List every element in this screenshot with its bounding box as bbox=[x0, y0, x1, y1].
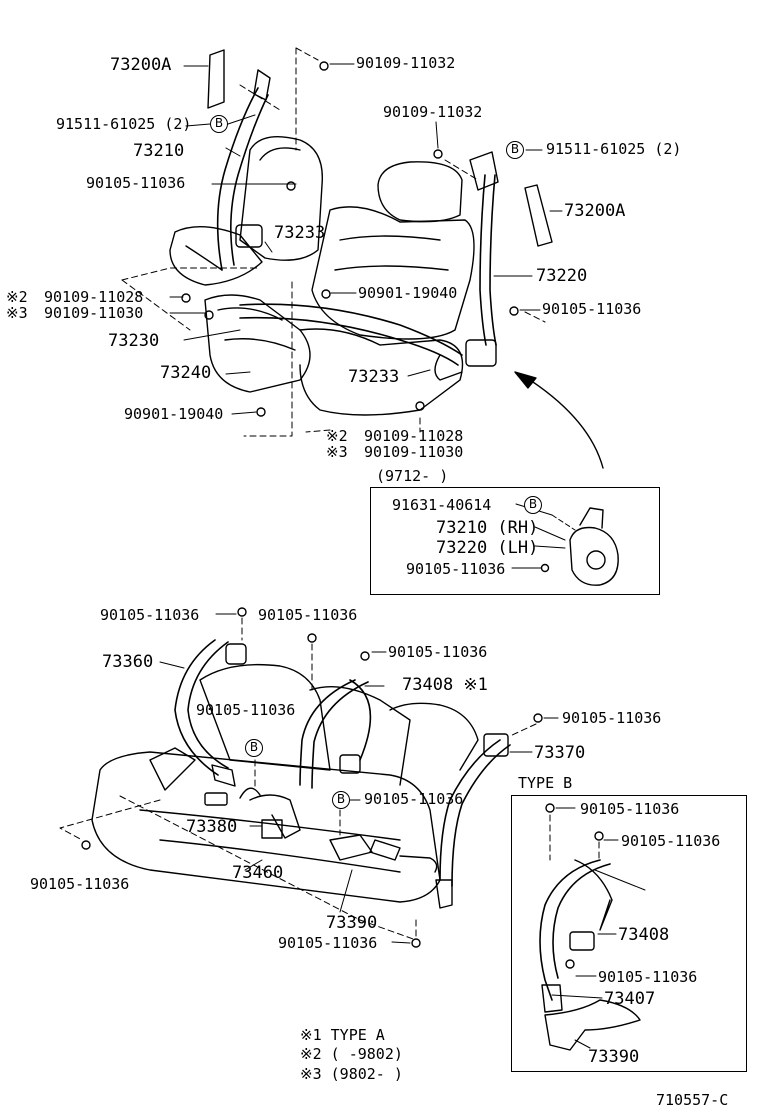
label-90901-19040-b: 90901-19040 bbox=[124, 405, 224, 423]
label-91511-61025-right: 91511-61025 (2) bbox=[546, 140, 682, 158]
label-73360: 73360 bbox=[102, 652, 154, 672]
label-90109-11030-b: 90109-11030 bbox=[364, 443, 464, 461]
marker-b-rear-center: B bbox=[332, 791, 350, 809]
label-90105-11036-i: 90105-11036 bbox=[30, 875, 130, 893]
label-73370: 73370 bbox=[534, 743, 586, 763]
leader-lines-upper bbox=[169, 63, 563, 415]
label-73240: 73240 bbox=[160, 363, 212, 383]
inset-panel-9712 bbox=[370, 487, 660, 595]
label-90105-11036-h: 90105-11036 bbox=[364, 790, 464, 808]
front-belt-drawing bbox=[185, 69, 499, 381]
label-73390-center: 73390 bbox=[326, 913, 378, 933]
label-73233-upper: 73233 bbox=[274, 223, 326, 243]
marker-b-left: B bbox=[210, 115, 228, 133]
anchor-plate-left-drawing bbox=[207, 49, 225, 109]
dashed-lines-lower bbox=[59, 617, 600, 941]
label-73220-lh: 73220 (LH) bbox=[436, 538, 539, 558]
label-91511-61025-left: 91511-61025 (2) bbox=[56, 115, 192, 133]
label-90105-11036-b: 90105-11036 bbox=[542, 300, 642, 318]
dashed-lines-upper bbox=[121, 47, 546, 437]
label-90105-11036-l: 90105-11036 bbox=[598, 968, 698, 986]
label-note3-a: ※3 bbox=[6, 304, 28, 322]
marker-b-inset: B bbox=[524, 496, 542, 514]
footnote-range-b: ※3 (9802- ) bbox=[300, 1065, 403, 1083]
label-90109-11028-a: 90109-11028 bbox=[44, 288, 144, 306]
label-90109-11028-b: 90109-11028 bbox=[364, 427, 464, 445]
front-left-seat-drawing bbox=[169, 136, 324, 393]
label-73408-type-a: 73408 ※1 bbox=[402, 675, 488, 695]
label-90109-11032-mid: 90109-11032 bbox=[383, 103, 483, 121]
label-note2-b: ※2 bbox=[326, 427, 348, 445]
label-90105-11036-d: 90105-11036 bbox=[258, 606, 358, 624]
label-type-b: TYPE B bbox=[518, 774, 573, 792]
leader-lines-lower bbox=[159, 613, 619, 1049]
rear-belt-drawing bbox=[149, 639, 511, 909]
label-73380: 73380 bbox=[186, 817, 238, 837]
front-right-seat-drawing bbox=[299, 161, 475, 416]
label-90901-19040-a: 90901-19040 bbox=[358, 284, 458, 302]
marker-b-right: B bbox=[506, 141, 524, 159]
label-90105-11036-g: 90105-11036 bbox=[562, 709, 662, 727]
label-73200a-right: 73200A bbox=[564, 201, 626, 221]
drawing-number: 710557-C bbox=[656, 1091, 729, 1109]
type-b-belt-drawing bbox=[539, 859, 646, 1051]
label-73407: 73407 bbox=[604, 989, 656, 1009]
type-b-panel bbox=[511, 795, 747, 1072]
marker-b-rear-left: B bbox=[245, 739, 263, 757]
label-90109-11032-top: 90109-11032 bbox=[356, 54, 456, 72]
label-73220: 73220 bbox=[536, 266, 588, 286]
label-90105-11036-k: 90105-11036 bbox=[621, 832, 721, 850]
label-90105-11036-c: 90105-11036 bbox=[100, 606, 200, 624]
label-73210: 73210 bbox=[133, 141, 185, 161]
label-90105-11036-j: 90105-11036 bbox=[580, 800, 680, 818]
footnote-range-a: ※2 ( -9802) bbox=[300, 1045, 403, 1063]
label-90105-11036-a: 90105-11036 bbox=[86, 174, 186, 192]
label-73230: 73230 bbox=[108, 331, 160, 351]
label-90105-11036-inset: 90105-11036 bbox=[406, 560, 506, 578]
label-90109-11030-a: 90109-11030 bbox=[44, 304, 144, 322]
label-73210-rh: 73210 (RH) bbox=[436, 518, 539, 538]
label-90105-11036-m: 90105-11036 bbox=[278, 934, 378, 952]
label-note3-b: ※3 bbox=[326, 443, 348, 461]
label-90105-11036-e: 90105-11036 bbox=[388, 643, 488, 661]
label-73460: 73460 bbox=[232, 863, 284, 883]
label-73233-lower: 73233 bbox=[348, 367, 400, 387]
label-90105-11036-f: 90105-11036 bbox=[196, 701, 296, 719]
label-91631-40614: 91631-40614 bbox=[392, 496, 492, 514]
label-range-9712: (9712- ) bbox=[376, 467, 449, 485]
anchor-plate-right-drawing bbox=[524, 184, 553, 247]
bolt-glyphs-upper bbox=[181, 61, 519, 417]
label-note2-a: ※2 bbox=[6, 288, 28, 306]
bolt-glyphs-lower bbox=[81, 607, 604, 969]
inset-reference-arrow bbox=[514, 371, 604, 469]
label-73408-b: 73408 bbox=[618, 925, 670, 945]
label-73390-typeb: 73390 bbox=[588, 1047, 640, 1067]
label-73200a-left: 73200A bbox=[110, 55, 172, 75]
footnote-type-a: ※1 TYPE A bbox=[300, 1026, 385, 1044]
